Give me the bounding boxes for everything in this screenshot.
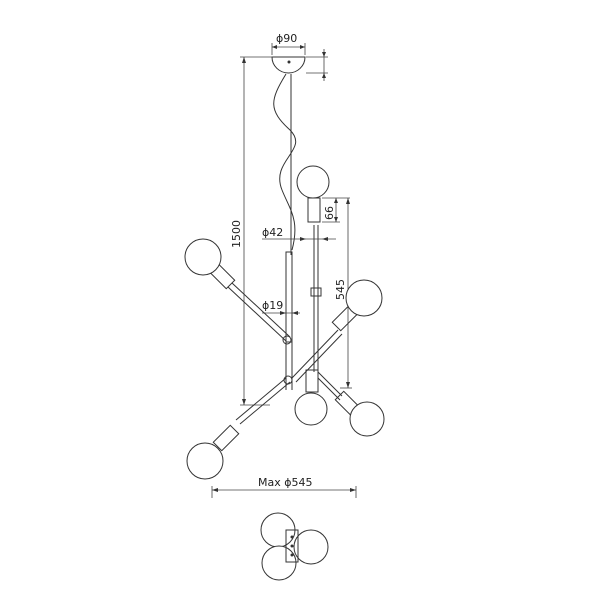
canopy-diameter-label: ϕ90 [276, 32, 297, 45]
canopy-diameter-dimension: ϕ90 [271, 32, 306, 55]
total-height-dimension: 1500 [230, 56, 272, 406]
rod-diameter-dimension: ϕ19 [262, 299, 300, 315]
socket-height-label: 66 [323, 206, 336, 220]
total-height-label: 1500 [230, 220, 243, 248]
arm-height-label: 545 [334, 279, 347, 300]
max-diameter-dimension: Max ϕ545 [211, 476, 357, 498]
ceiling-canopy [271, 56, 306, 74]
arm-lower-right [317, 371, 385, 437]
socket-height-dimension: 66 [322, 197, 350, 223]
power-cable [273, 73, 297, 255]
tube-diameter-label: ϕ42 [262, 226, 283, 239]
max-diameter-label: Max ϕ545 [258, 476, 313, 489]
rod-diameter-label: ϕ19 [262, 299, 283, 312]
tube-diameter-dimension: ϕ42 [262, 226, 336, 241]
top-view [260, 512, 329, 581]
center-lower-lamp [294, 369, 328, 426]
arm-upper-left [184, 238, 292, 345]
canopy-height-dimension [306, 49, 328, 81]
arm-lower-left [186, 375, 293, 480]
arm-upper-right [291, 279, 383, 383]
top-lamp [296, 165, 330, 223]
